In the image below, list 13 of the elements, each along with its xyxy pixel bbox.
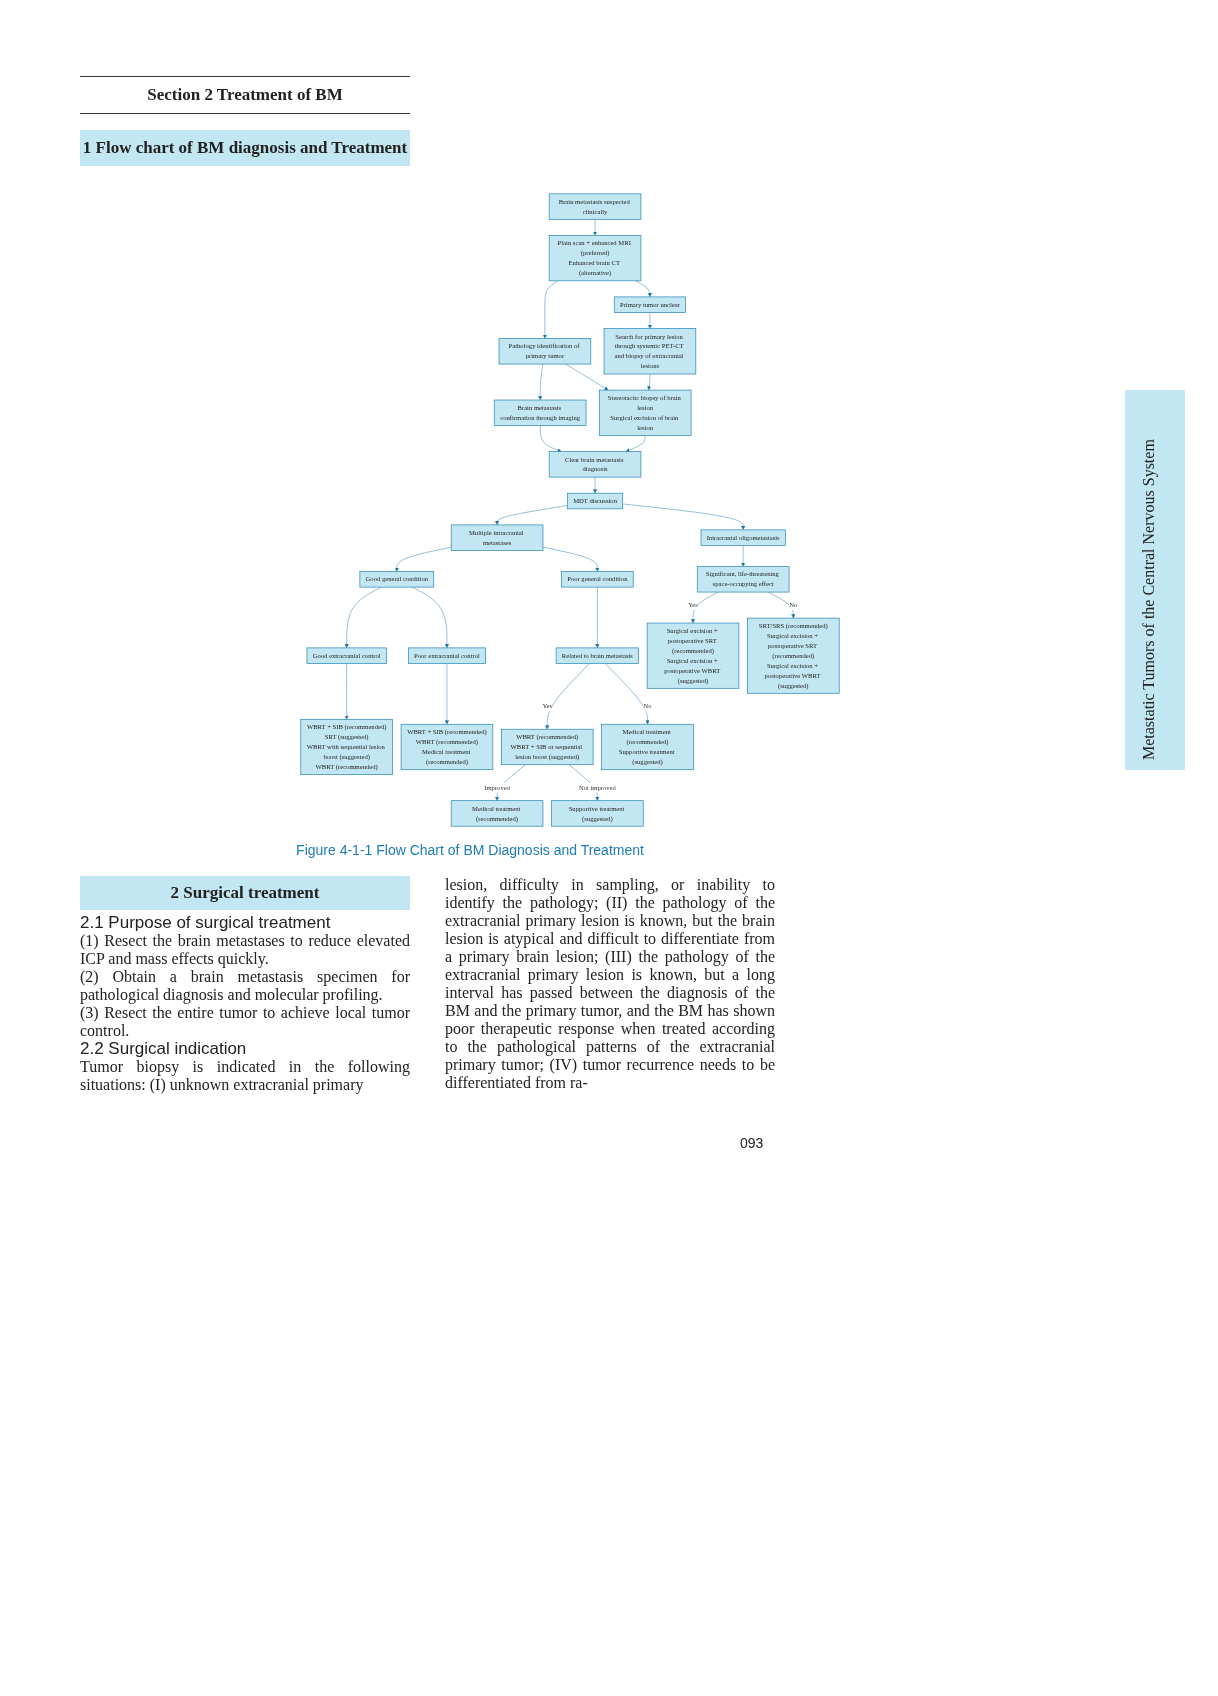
section-heading: Section 2 Treatment of BM xyxy=(80,76,410,114)
paragraph: Tumor biopsy is indicated in the following situations: (I) unknown extracranial primary xyxy=(80,1058,410,1094)
figure-heading: 1 Flow chart of BM diagnosis and Treatment xyxy=(80,130,410,166)
paragraph: (2) Obtain a brain metastasis specimen for pathological diagnosis and molecular profiling. xyxy=(80,968,410,1004)
paragraph: (1) Resect the brain metastases to reduce elevated ICP and mass effects quickly. xyxy=(80,932,410,968)
page-number: 093 xyxy=(740,1135,764,1151)
figure-caption: Figure 4-1-1 Flow Chart of BM Diagnosis and Treatment xyxy=(295,842,645,858)
paragraph: (3) Resect the entire tumor to achieve local tumor control. xyxy=(80,1004,410,1040)
subsection-heading: 2.2 Surgical indication xyxy=(80,1040,248,1058)
section-heading: 2 Surgical treatment xyxy=(80,876,410,910)
paragraph: lesion, difficulty in sampling, or inability to identify the pathology; (II) the pathology of the extracranial primary lesion is known, but the brain lesion is atypical and difficult to differentiate from a primary brain lesion; (III) the pathology of the extracranial primary lesion is known, but a long interval has passed between the diagnosis of the BM and the primary tumor, and the BM has shown poor therapeutic response when treated according to the pathological patterns of the extracranial primary tumor; (IV) tumor recurrence needs to be differentiated from ra- xyxy=(445,876,775,1092)
subsection-heading: 2.1 Purpose of surgical treatment xyxy=(80,914,332,932)
running-head: Metastatic Tumors of the Central Nervous System xyxy=(1140,439,1158,760)
